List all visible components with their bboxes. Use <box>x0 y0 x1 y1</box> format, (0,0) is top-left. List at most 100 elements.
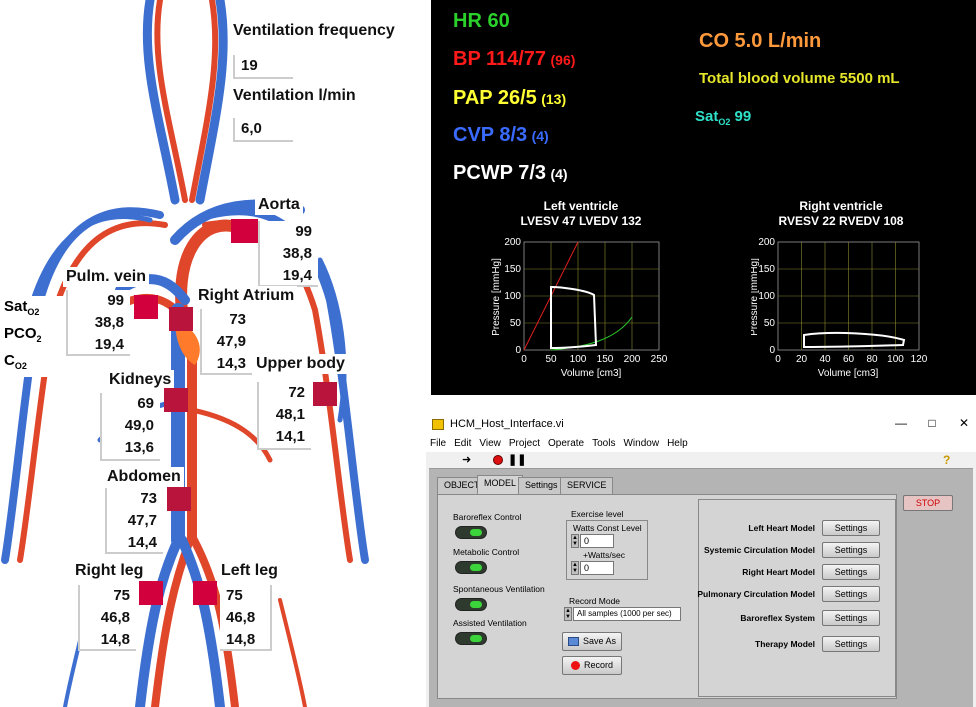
pulmonary-circulation-settings-button[interactable]: Settings <box>822 586 880 602</box>
left-ventricle-pv-loop: 0 50 100 150 200 0 50 100 150 200 250 Vo… <box>491 237 668 379</box>
close-icon[interactable]: ✕ <box>958 416 970 430</box>
kidneys-sat: 69 <box>137 395 154 412</box>
right-leg-marker <box>139 581 163 605</box>
ventilation-lmin-value: 6,0 <box>233 118 293 142</box>
menu-project[interactable]: Project <box>508 438 540 449</box>
stop-button[interactable]: STOP <box>903 495 953 511</box>
lv-xtick-1: 50 <box>545 354 557 365</box>
rv-ytick-1: 50 <box>764 318 776 329</box>
lv-xtick-4: 200 <box>624 354 641 365</box>
save-as-button[interactable]: Save As <box>562 632 622 651</box>
upper-body-sat: 72 <box>288 384 305 401</box>
assisted-ventilation-label: Assisted Ventilation <box>453 618 527 628</box>
kidneys-pco2: 49,0 <box>124 417 154 434</box>
abdomen-sat: 73 <box>140 490 157 507</box>
right-leg-values: 75 46,8 14,8 <box>78 585 136 651</box>
kidneys-values: 69 49,0 13,6 <box>100 393 160 461</box>
pulm-vein-label: Pulm. vein <box>63 267 150 287</box>
lv-ytick-3: 150 <box>504 264 521 275</box>
lv-xlabel: Volume [cm3] <box>561 368 622 379</box>
legend-co2: CO2 <box>4 352 27 371</box>
menu-file[interactable]: File <box>430 438 447 449</box>
right-heart-settings-button[interactable]: Settings <box>822 564 880 580</box>
tab-settings[interactable]: Settings <box>518 477 565 494</box>
baroreflex-settings-button[interactable]: Settings <box>822 610 880 626</box>
menu-bar: File Edit View Project Operate Tools Window Hel… <box>426 436 976 452</box>
baroreflex-control-toggle[interactable] <box>455 526 487 539</box>
menu-edit[interactable]: Edit <box>454 438 472 449</box>
right-atrium-co2: 14,3 <box>216 355 246 372</box>
left-leg-pco2: 46,8 <box>226 609 256 626</box>
watts-const-label: Watts Const Level <box>573 523 642 533</box>
aorta-marker <box>231 219 258 243</box>
aorta-sat: 99 <box>295 223 312 240</box>
lv-ytick-0: 0 <box>515 345 521 356</box>
tab-model[interactable]: MODEL <box>477 475 524 495</box>
systemic-circulation-settings-button[interactable]: Settings <box>822 542 880 558</box>
spontaneous-ventilation-toggle[interactable] <box>455 598 487 611</box>
value-legend: SatO2 PCO2 CO2 <box>4 296 64 377</box>
exercise-level-label: Exercise level <box>571 509 624 519</box>
aorta-co2: 19,4 <box>282 267 312 284</box>
legend-sat: SatO2 <box>4 298 40 317</box>
watts-sec-label: +Watts/sec <box>583 550 625 560</box>
rv-xtick-5: 100 <box>887 354 904 365</box>
record-button[interactable]: Record <box>562 656 622 675</box>
left-heart-settings-button[interactable]: Settings <box>822 520 880 536</box>
watts-sec-spinner[interactable]: ▲▼ <box>571 561 579 575</box>
record-mode-select[interactable]: All samples (1000 per sec) <box>573 607 681 621</box>
rv-ytick-2: 100 <box>758 291 775 302</box>
kidneys-label: Kidneys <box>106 370 175 390</box>
right-atrium-label: Right Atrium <box>195 286 298 306</box>
record-mode-label: Record Mode <box>569 596 621 606</box>
upper-body-co2: 14,1 <box>275 428 305 445</box>
left-leg-marker <box>193 581 217 605</box>
maximize-icon[interactable]: □ <box>928 416 936 430</box>
menu-operate[interactable]: Operate <box>547 438 585 449</box>
minimize-icon[interactable]: — <box>895 416 907 430</box>
upper-body-pco2: 48,1 <box>275 406 305 423</box>
tab-service[interactable]: SERVICE <box>560 477 614 494</box>
pause-icon[interactable]: ❚❚ <box>508 454 527 466</box>
therapy-model-label: Therapy Model <box>755 639 815 649</box>
metabolic-control-label: Metabolic Control <box>453 547 520 557</box>
bp-readout: BP 114/77 (96) <box>453 48 576 70</box>
baroreflex-control-label: Baroreflex Control <box>453 512 522 522</box>
help-icon[interactable]: ? <box>943 453 951 467</box>
window-title: HCM_Host_Interface.vi <box>450 418 564 430</box>
right-atrium-marker <box>169 307 193 331</box>
right-atrium-sat: 73 <box>229 311 246 328</box>
left-heart-model-label: Left Heart Model <box>748 523 815 533</box>
assisted-ventilation-toggle[interactable] <box>455 632 487 645</box>
rv-ytick-0: 0 <box>769 345 775 356</box>
co-readout: CO 5.0 L/min <box>699 30 822 52</box>
rv-xtick-1: 20 <box>796 354 808 365</box>
right-ventricle-pv-loop: 0 50 100 150 200 0 20 40 60 80 100 120 V… <box>751 237 928 379</box>
right-heart-model-label: Right Heart Model <box>742 567 815 577</box>
record-icon <box>570 661 580 671</box>
pulm-vein-sat: 99 <box>107 292 124 309</box>
menu-tools[interactable]: Tools <box>592 438 616 449</box>
rv-xtick-2: 40 <box>819 354 831 365</box>
rv-ytick-3: 150 <box>758 264 775 275</box>
ventilation-frequency-label: Ventilation frequency <box>230 21 398 41</box>
upper-body-marker <box>313 382 337 406</box>
watts-const-input[interactable]: 0 <box>580 534 614 548</box>
rv-xtick-3: 60 <box>843 354 855 365</box>
therapy-settings-button[interactable]: Settings <box>822 636 880 652</box>
menu-window[interactable]: Window <box>623 438 660 449</box>
window-titlebar[interactable]: HCM_Host_Interface.vi — □ ✕ <box>426 412 976 436</box>
metabolic-control-toggle[interactable] <box>455 561 487 574</box>
menu-help[interactable]: Help <box>667 438 688 449</box>
run-arrow-icon[interactable]: ➜ <box>462 454 472 466</box>
lv-ytick-4: 200 <box>504 237 521 248</box>
menu-view[interactable]: View <box>479 438 501 449</box>
abort-icon[interactable] <box>493 455 503 465</box>
watts-const-spinner[interactable]: ▲▼ <box>571 534 579 548</box>
watts-sec-input[interactable]: 0 <box>580 561 614 575</box>
front-panel: OBJECT MODEL Settings SERVICE STOP Baror… <box>429 468 973 707</box>
record-mode-spinner[interactable]: ▲▼ <box>564 607 572 621</box>
aorta-label: Aorta <box>255 195 303 215</box>
left-leg-co2: 14,8 <box>226 631 256 648</box>
lv-xtick-3: 150 <box>597 354 614 365</box>
